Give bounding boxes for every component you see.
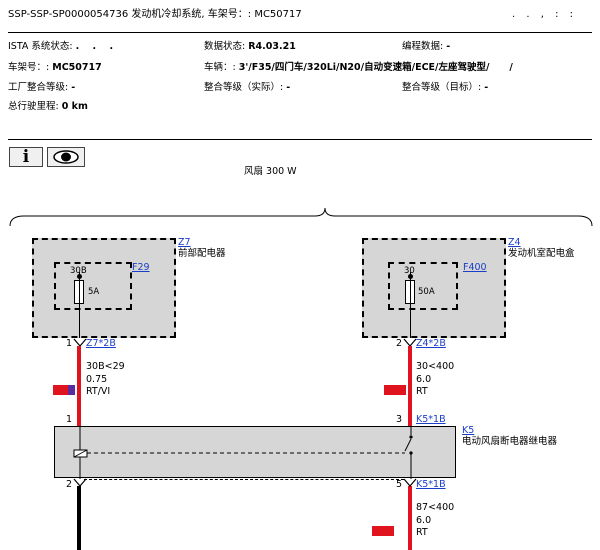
header-marks: . . , : : xyxy=(512,9,577,20)
f29-link[interactable]: F29 xyxy=(132,262,150,273)
relay-schematic xyxy=(73,427,413,479)
wire-87-400-signal: 87<400 xyxy=(416,502,455,513)
z4-2b-connector-link[interactable]: Z4*2B xyxy=(416,338,446,349)
z7-module-outline xyxy=(32,238,176,338)
document-title: SSP-SSP-SP0000054736 发动机冷却系统, 车架号：: MC50… xyxy=(8,9,302,20)
right-bottom-connector-mark xyxy=(403,478,417,487)
f400-link[interactable]: F400 xyxy=(463,262,487,273)
z4-module-outline xyxy=(362,238,506,338)
z7-2b-connector-link[interactable]: Z7*2B xyxy=(86,338,116,349)
z4-link[interactable]: Z4 xyxy=(508,237,521,248)
wire-30b-29-gauge: 0.75 xyxy=(86,374,108,385)
wire-30b-29-signal: 30B<29 xyxy=(86,361,125,372)
wire-30-400[interactable] xyxy=(408,346,412,426)
factory-level-label: 工厂整合等级: xyxy=(8,82,72,93)
wire-relay-output-left[interactable] xyxy=(77,486,81,550)
z7-link[interactable]: Z7 xyxy=(178,237,191,248)
z7-name: 前部配电器 xyxy=(178,248,226,259)
f29-pin-label: 30B xyxy=(70,266,87,276)
f400-rating: 50A xyxy=(418,287,435,297)
vehicle-label: 车辆：: xyxy=(204,62,239,73)
wire-30-400-color: RT xyxy=(416,386,428,397)
z4-module[interactable] xyxy=(362,238,506,338)
wire-30-400-signal: 30<400 xyxy=(416,361,455,372)
z7-internal-wire xyxy=(79,272,80,338)
grouping-brace xyxy=(9,207,593,227)
info-rule xyxy=(8,139,592,140)
data-status-value: R4.03.21 xyxy=(248,41,296,52)
left-bottom-connector-mark xyxy=(73,478,87,487)
k5-name: 电动风扇断电器继电器 xyxy=(462,436,558,447)
left-top-pin-number: 1 xyxy=(66,338,73,349)
factory-level: 工厂整合等级: - xyxy=(8,82,75,94)
eye-icon xyxy=(53,150,79,164)
k5-1b-input-link[interactable]: K5*1B xyxy=(416,414,446,425)
diagram-title: 风扇 300 W xyxy=(244,166,297,177)
actual-level: 整合等级（实际）: - xyxy=(204,82,290,94)
programming-data-value: - xyxy=(446,41,451,52)
programming-data: 编程数据: - xyxy=(402,41,450,53)
relay-right-input-pin: 3 xyxy=(396,414,403,425)
relay-left-output-pin: 2 xyxy=(66,479,73,490)
z7-node-dot xyxy=(77,274,82,279)
header-rule xyxy=(8,32,592,33)
target-level-label: 整合等级（目标）: xyxy=(402,82,485,93)
z4-name: 发动机室配电盒 xyxy=(508,248,575,259)
info-icon: i xyxy=(22,147,30,167)
vin-value: MC50717 xyxy=(52,62,102,73)
mileage: 总行驶里程: 0 km xyxy=(8,101,88,113)
factory-level-value: - xyxy=(71,82,76,93)
relay-left-input-pin: 1 xyxy=(66,414,73,425)
vin: 车架号：: MC50717 xyxy=(8,62,102,74)
k5-relay[interactable] xyxy=(54,426,456,479)
wire-30-400-gauge: 6.0 xyxy=(416,374,432,385)
wire-30-400-color-swatch xyxy=(384,385,406,395)
wire-87-400[interactable] xyxy=(408,486,412,550)
vehicle-value: 3'/F35/四门车/320Li/N20/自动变速箱/ECE/左座驾驶型/ / xyxy=(238,62,513,73)
info-button[interactable]: i xyxy=(9,147,43,167)
bottom-dashed-line xyxy=(84,479,404,480)
data-status: 数据状态: R4.03.21 xyxy=(204,41,296,53)
ista-status: ISTA 系统状态: . . . xyxy=(8,41,118,53)
z4-node-dot xyxy=(408,274,413,279)
programming-data-label: 编程数据: xyxy=(402,41,447,52)
f29-rating: 5A xyxy=(88,287,100,297)
vin-label: 车架号：: xyxy=(8,62,53,73)
wire-30b-29-color-swatch xyxy=(53,385,75,395)
k5-link[interactable]: K5 xyxy=(462,425,475,436)
f400-pin-label: 30 xyxy=(404,266,415,276)
f400-fuse-area xyxy=(388,262,458,310)
view-button[interactable] xyxy=(47,147,85,167)
target-level: 整合等级（目标）: - xyxy=(402,82,488,94)
target-level-value: - xyxy=(484,82,489,93)
wire-87-400-color-swatch xyxy=(372,526,394,536)
z7-module[interactable] xyxy=(32,238,176,338)
mileage-label: 总行驶里程: xyxy=(8,101,62,112)
wire-87-400-gauge: 6.0 xyxy=(416,515,432,526)
vehicle: 车辆：: 3'/F35/四门车/320Li/N20/自动变速箱/ECE/左座驾驶… xyxy=(204,62,513,74)
wire-87-400-color: RT xyxy=(416,527,428,538)
relay-right-output-pin: 5 xyxy=(396,479,403,490)
k5-1b-output-link[interactable]: K5*1B xyxy=(416,479,446,490)
mileage-value: 0 km xyxy=(61,101,88,112)
ista-status-label: ISTA 系统状态: xyxy=(8,41,76,52)
right-top-pin-number: 2 xyxy=(396,338,403,349)
data-status-label: 数据状态: xyxy=(204,41,249,52)
wire-30b-29-color: RT/VI xyxy=(86,386,111,397)
actual-level-label: 整合等级（实际）: xyxy=(204,82,287,93)
actual-level-value: - xyxy=(286,82,291,93)
wire-30b-29[interactable] xyxy=(77,346,81,426)
f29-fuse-area xyxy=(54,262,132,310)
z4-internal-wire xyxy=(410,272,411,338)
ista-status-value: . . . xyxy=(75,41,119,52)
